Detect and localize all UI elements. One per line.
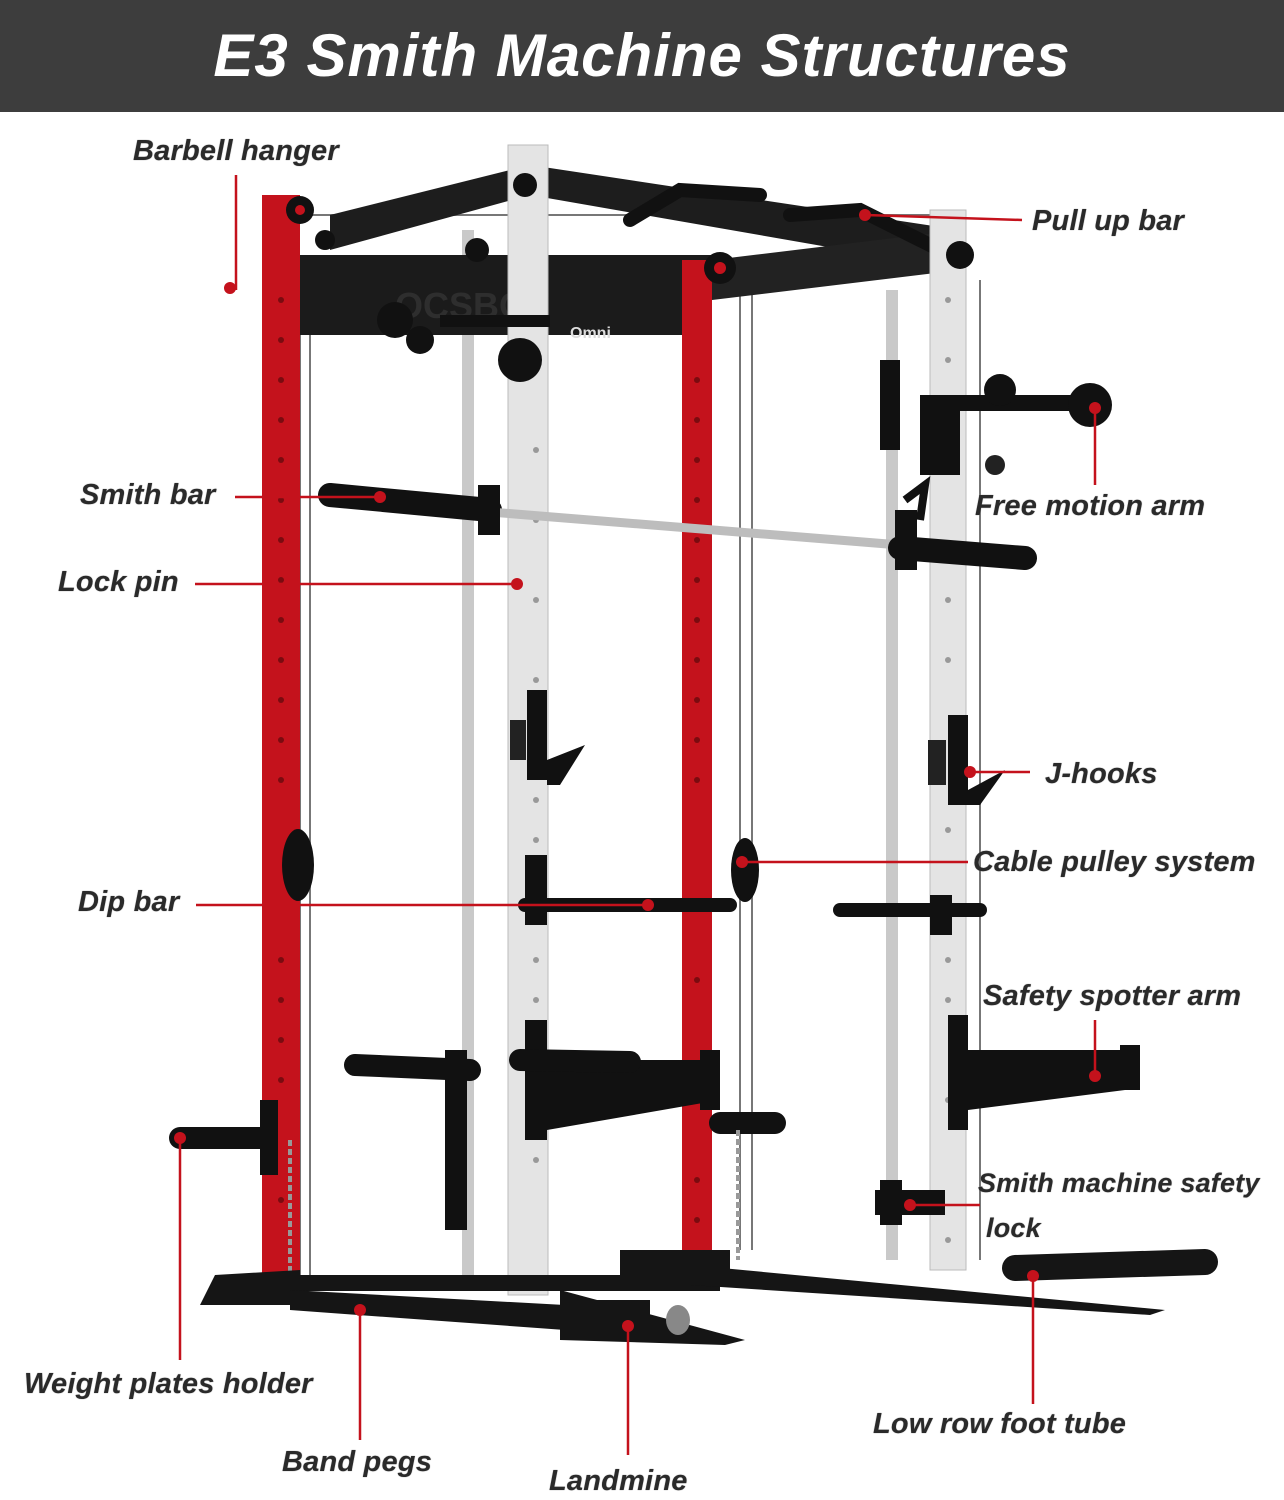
- top-lat-arm: [440, 315, 550, 327]
- label-dip-bar: Dip bar: [78, 886, 180, 918]
- label-smith-machine-safety-lock-line2: lock: [986, 1213, 1041, 1243]
- safety-lock: [875, 1180, 945, 1225]
- callout-dots: [174, 209, 1101, 1332]
- landmine-tube-opening: [666, 1305, 690, 1335]
- base-frame: [200, 1249, 1218, 1345]
- label-smith-bar: Smith bar: [80, 479, 216, 511]
- hanging-pulleys: [282, 829, 759, 902]
- label-low-row-foot-tube: Low row foot tube: [873, 1408, 1127, 1440]
- label-landmine: Landmine: [549, 1465, 688, 1497]
- label-pull-up-bar: Pull up bar: [1032, 205, 1185, 237]
- upright-holes: [278, 297, 700, 1223]
- label-band-pegs: Band pegs: [282, 1446, 433, 1478]
- page-title: E3 Smith Machine Structures: [213, 22, 1071, 89]
- label-cable-pulley-system: Cable pulley system: [973, 846, 1256, 878]
- plate-holder-bracket: [260, 1100, 278, 1175]
- label-barbell-hanger: Barbell hanger: [133, 135, 339, 167]
- guide-rod-left: [462, 230, 474, 1280]
- j-hooks: [510, 690, 1005, 805]
- label-j-hooks: J-hooks: [1045, 758, 1158, 790]
- callout-lines: [178, 175, 1097, 1455]
- pulley-red-accents: [295, 205, 726, 274]
- brand-model: Omni: [570, 325, 611, 342]
- chains: [288, 1130, 740, 1290]
- label-smith-machine-safety-lock-line1: Smith machine safety: [978, 1168, 1260, 1198]
- spotter-arms: [525, 1015, 1140, 1140]
- header-bar: E3 Smith Machine Structures: [0, 0, 1284, 112]
- cables: [299, 214, 981, 1280]
- label-weight-plates-holder: Weight plates holder: [24, 1368, 313, 1400]
- smith-bar: [318, 476, 1037, 570]
- pull-up-bar-handles: [623, 182, 967, 267]
- label-safety-spotter-arm: Safety spotter arm: [983, 980, 1242, 1012]
- free-motion-arm: [880, 360, 1112, 475]
- label-free-motion-arm: Free motion arm: [975, 490, 1206, 522]
- landmine-post: [445, 1050, 467, 1230]
- label-lock-pin: Lock pin: [58, 566, 179, 598]
- top-pulleys: [286, 173, 974, 382]
